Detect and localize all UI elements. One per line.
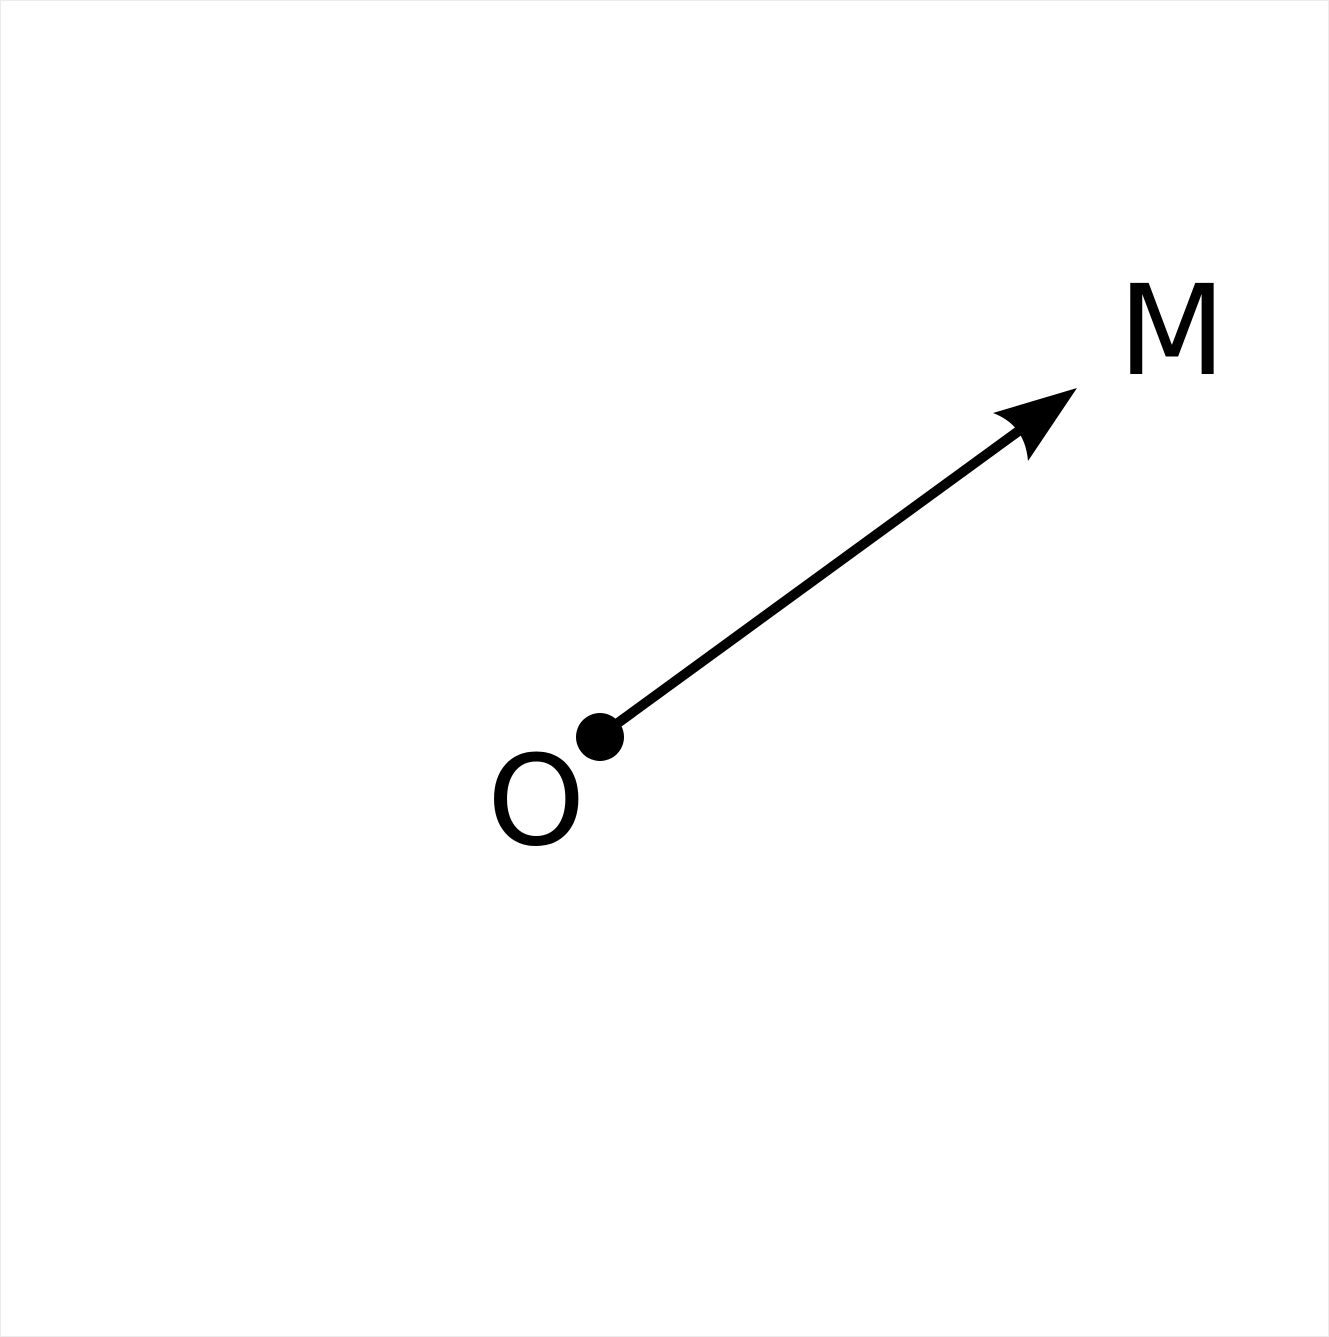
origin-label: O xyxy=(487,729,585,874)
vector-shaft xyxy=(597,417,1034,741)
tip-label: M xyxy=(1118,259,1226,404)
origin-point xyxy=(576,713,624,761)
arrowhead-icon xyxy=(993,388,1077,461)
